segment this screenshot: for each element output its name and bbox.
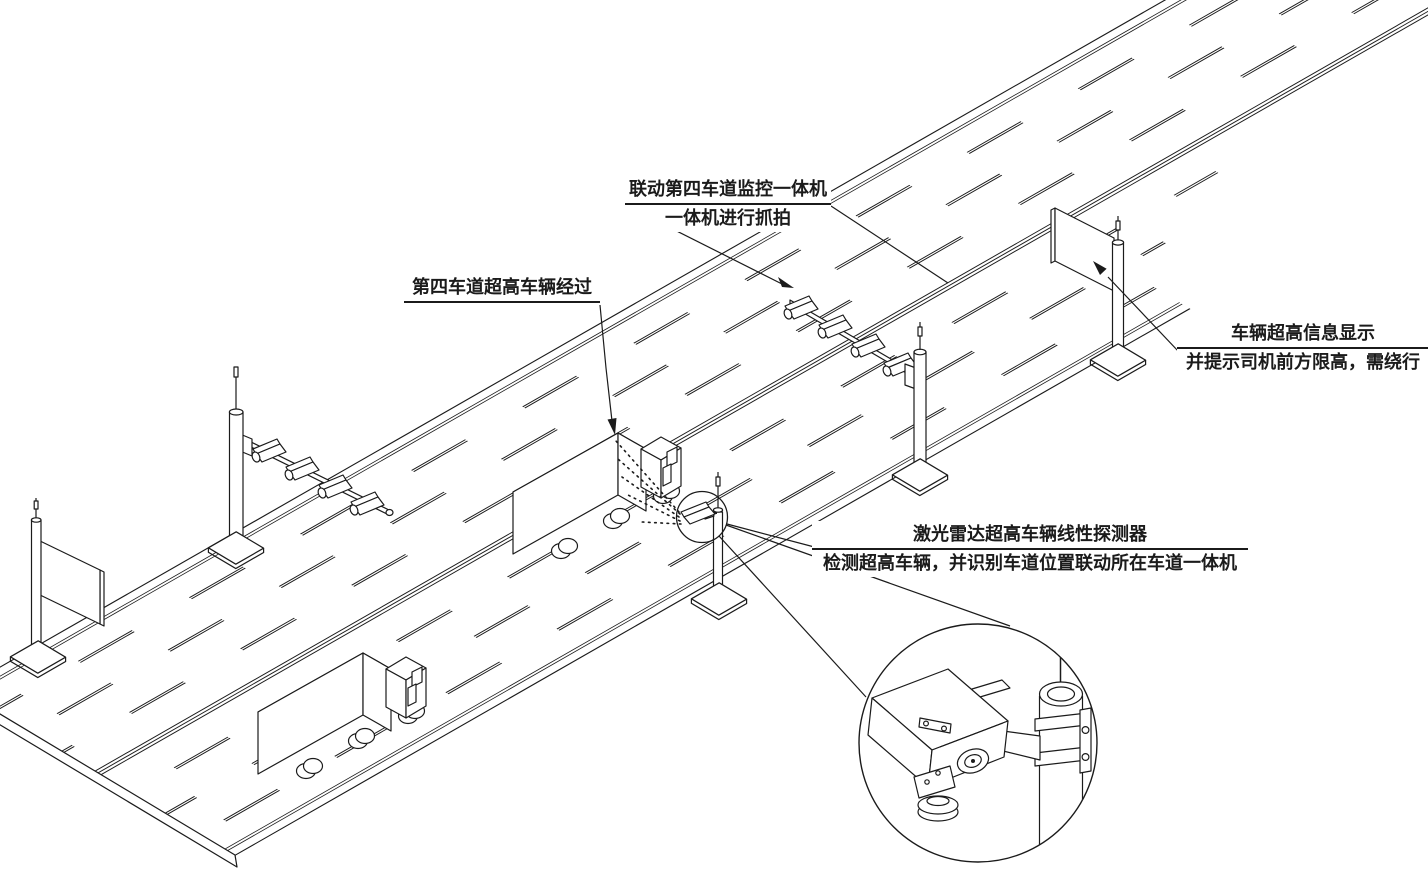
magnifier-circle xyxy=(858,623,1098,863)
sign-left-base xyxy=(9,640,67,674)
leader-overheight xyxy=(599,304,613,422)
callout-linkage-camera: 联动第四车道监控一体机 一体机进行抓拍 xyxy=(625,176,831,232)
laser-detector-device xyxy=(680,501,717,525)
detector-base xyxy=(690,582,748,616)
road-slab-end xyxy=(0,713,238,868)
truck-outer-lane xyxy=(257,652,427,780)
sign-left-board xyxy=(37,539,101,625)
arrowhead-linkage xyxy=(778,277,794,288)
laser-beam-dotted-rays xyxy=(615,440,682,525)
closeup-clamp-plate xyxy=(1079,707,1092,774)
display-board xyxy=(1054,207,1115,292)
callout-laser-detector: 激光雷达超高车辆线性探测器 检测超高车辆，并识别车道位置联动所在车道一体机 xyxy=(812,521,1248,577)
callout-info-line1: 车辆超高信息显示 xyxy=(1177,320,1428,349)
display-base xyxy=(1089,343,1147,377)
sign-left-pole xyxy=(30,519,42,657)
callout-laser-line1: 激光雷达超高车辆线性探测器 xyxy=(812,521,1248,550)
leader-laser-detector xyxy=(726,523,823,550)
closeup-screw-bottom xyxy=(1081,752,1090,761)
display-pole xyxy=(1111,242,1125,360)
closeup-lens-inner xyxy=(964,754,982,768)
callout-overheight-pass: 第四车道超高车辆经过 xyxy=(404,274,600,303)
arrowhead-overheight xyxy=(607,418,617,435)
sign-left xyxy=(9,498,105,679)
callout-linkage-line2: 一体机进行抓拍 xyxy=(665,208,791,229)
truck-lane4-overheight xyxy=(512,432,682,560)
arrowhead-info-board xyxy=(1093,261,1107,275)
sign-right-display xyxy=(1050,207,1147,382)
road-edge-far xyxy=(0,0,1428,701)
callout-linkage-line1: 联动第四车道监控一体机 xyxy=(625,176,831,205)
magnifier-content xyxy=(867,637,1092,862)
callout-info-board: 车辆超高信息显示 并提示司机前方限高，需绕行 xyxy=(1177,320,1428,376)
leader-linkage-right xyxy=(830,205,949,284)
gantry-middle xyxy=(782,295,949,497)
callout-overheight-line1: 第四车道超高车辆经过 xyxy=(404,274,600,303)
gantry-left-base xyxy=(207,531,265,565)
closeup-bottom-bracket xyxy=(913,765,959,822)
gantry-middle-pole xyxy=(913,351,927,475)
gantry-left xyxy=(207,366,394,570)
median-barrier xyxy=(77,0,1428,785)
detector-highlight-circle xyxy=(675,490,729,544)
gantry-left-pole xyxy=(228,411,244,548)
laser-detector-assembly xyxy=(675,472,748,621)
road-edge-near xyxy=(217,308,1191,856)
lane-dashes-far xyxy=(0,0,1428,763)
callout-info-line2: 并提示司机前方限高，需绕行 xyxy=(1186,352,1420,373)
callout-laser-line2: 检测超高车辆，并识别车道位置联动所在车道一体机 xyxy=(823,553,1237,574)
leader-info-board xyxy=(1107,276,1180,353)
closeup-screw-top xyxy=(1081,725,1090,734)
gantry-middle-base xyxy=(891,458,949,492)
closeup-pole-cap xyxy=(1038,681,1084,707)
